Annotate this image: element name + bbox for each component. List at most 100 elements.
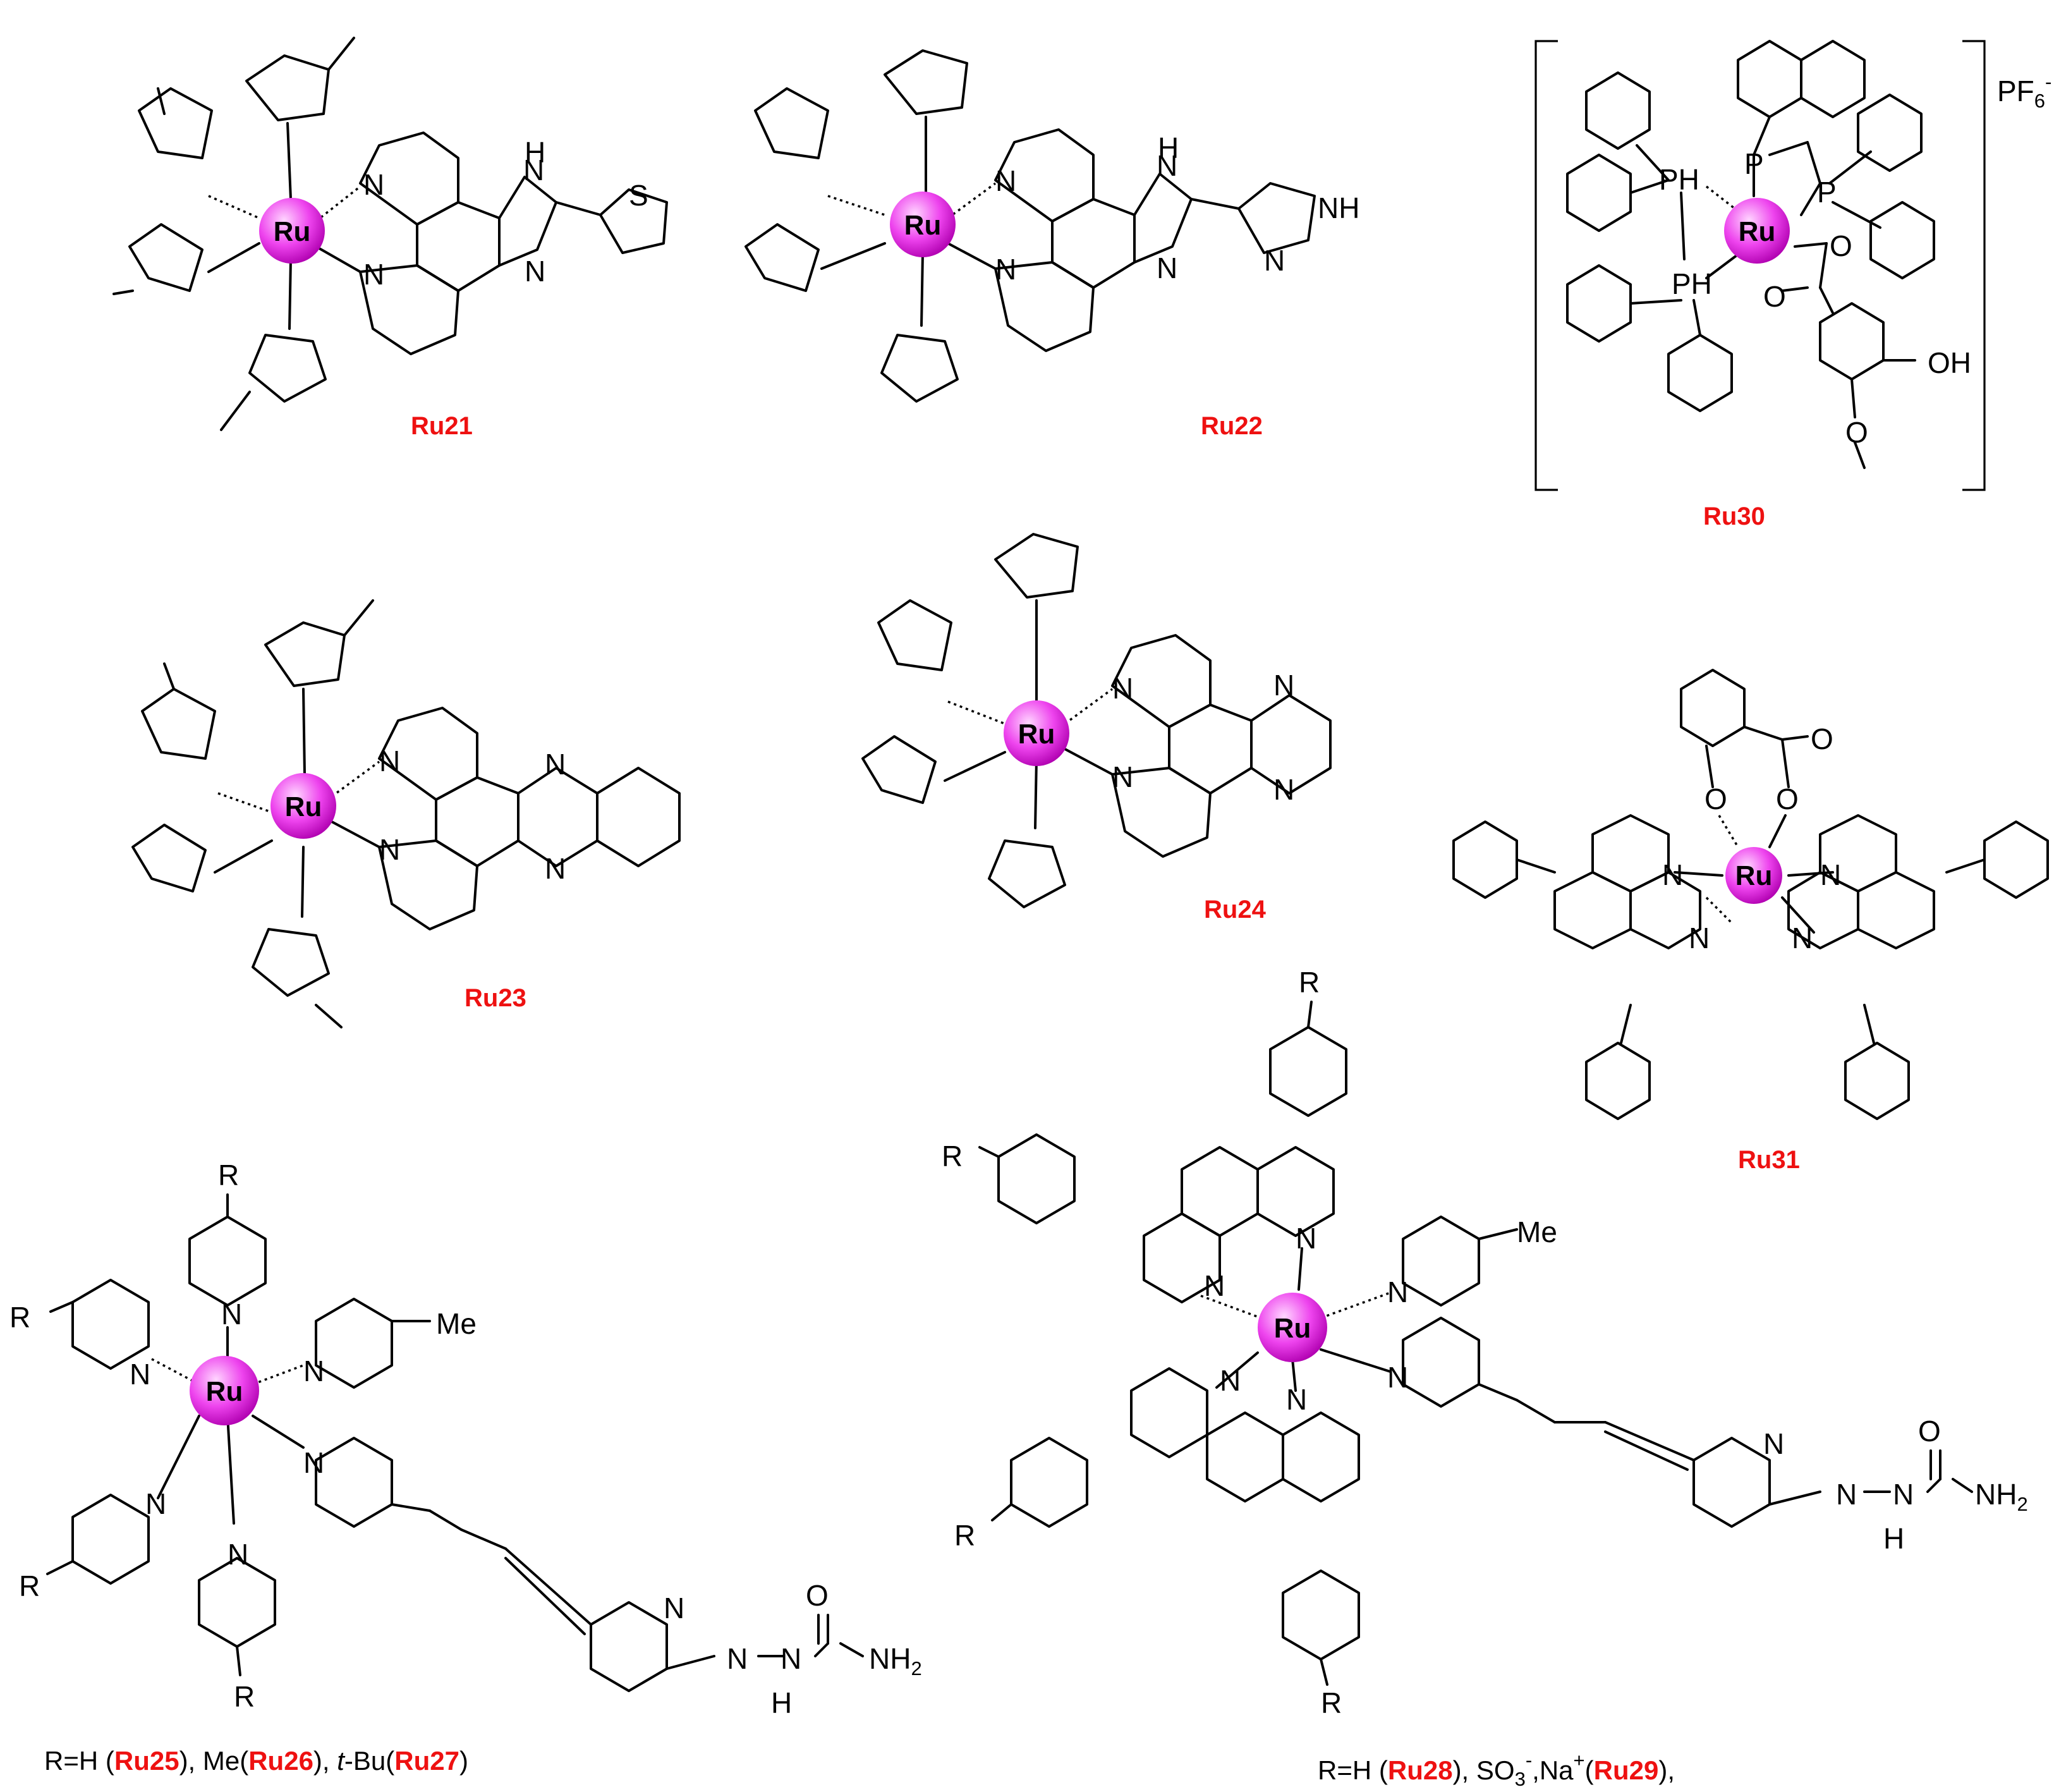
o-atom: O	[1918, 1415, 1941, 1448]
imidazole-ring	[880, 334, 959, 403]
ru-label: Ru	[1739, 216, 1776, 247]
n-atom: N	[1112, 760, 1133, 793]
phen-ring	[359, 264, 459, 355]
phenyl-ring	[997, 1133, 1076, 1224]
methylbipy-ring	[1402, 1216, 1480, 1307]
n-atom: N	[1273, 669, 1294, 702]
phenyl-ring	[1737, 40, 1802, 118]
phen-ring	[1282, 1411, 1360, 1502]
phen-ring	[435, 776, 520, 867]
n-atom: N	[1286, 1383, 1307, 1416]
compound-label-ru22: Ru22	[1201, 412, 1263, 440]
methylbipy-ring	[315, 1298, 393, 1389]
n-atom: N	[130, 1358, 150, 1391]
caption-ru25-27: R=H (Ru25), Me(Ru26), t-Bu(Ru27)	[44, 1746, 468, 1776]
phenyl-ring	[1844, 1042, 1910, 1120]
n-atom: N	[1836, 1478, 1857, 1511]
n-atom: N	[1204, 1269, 1225, 1302]
imidazole-ring	[994, 533, 1079, 599]
phenyl-ring	[1585, 1042, 1651, 1120]
n-atom: N	[1662, 858, 1683, 891]
ru-center	[259, 198, 325, 264]
phenyl-ring	[1800, 40, 1866, 118]
counter-ion: PF6-	[1997, 71, 2051, 112]
phen-ring	[1181, 1146, 1259, 1237]
imidazole-fused	[498, 176, 557, 267]
n-atom: N	[664, 1592, 684, 1624]
n-atom: N	[523, 154, 544, 186]
phen-ring	[1591, 814, 1670, 893]
o-atom: O	[1811, 722, 1833, 755]
ru-label: Ru	[1735, 860, 1773, 891]
compound-ru25-27: Ru R R R R Me N N N N N N N N N H O NH2 …	[9, 1159, 922, 1776]
compound-ru23: Ru N N N N Ru23	[131, 599, 681, 1028]
r-group: R	[942, 1140, 963, 1173]
phen-ring	[1256, 1146, 1335, 1237]
phen-ring	[994, 261, 1095, 352]
imidazole-ring	[128, 223, 204, 292]
ru-center	[1725, 847, 1782, 904]
phenyl-ring	[1452, 820, 1518, 899]
imidazole-ring	[988, 839, 1066, 908]
phenyl-ring	[1566, 264, 1632, 343]
phen-ring	[1168, 704, 1253, 795]
bipyridine-ring	[188, 1216, 267, 1307]
phenyl-ring	[1269, 1026, 1347, 1117]
phenyl-ring	[1282, 1570, 1360, 1661]
ru-label: Ru	[206, 1376, 243, 1407]
imidazole-ring	[141, 688, 216, 760]
n-atom: N	[221, 1298, 242, 1331]
o-atom: O	[1776, 783, 1799, 815]
ru-center	[1724, 198, 1790, 264]
r-group: R	[1299, 966, 1320, 999]
n-atom: N	[363, 258, 384, 291]
ru-label: Ru	[904, 210, 942, 241]
n-atom: N	[1763, 1427, 1784, 1460]
compound-ru21: Ru N N N H N S Ru21	[112, 37, 668, 440]
ru-label: Ru	[1274, 1313, 1311, 1344]
r-group: R	[954, 1519, 975, 1552]
phen-ring	[1143, 1212, 1221, 1303]
phen-ring	[1130, 1367, 1208, 1458]
imidazole-ring	[1237, 182, 1316, 254]
nh2-group: NH2	[869, 1642, 922, 1679]
phenyl-ring	[1869, 201, 1935, 279]
n-atom: N	[545, 852, 566, 885]
phen-ring	[416, 201, 501, 292]
phen-ring	[1051, 198, 1136, 289]
ru-label: Ru	[274, 216, 311, 247]
ru-center	[890, 192, 956, 257]
h-atom: H	[525, 136, 545, 169]
imidazole-ring	[884, 49, 968, 115]
pyridine-ring	[590, 1601, 668, 1692]
compound-ru28-29: Ru R R R R Me N N N N N N N N N H O NH2 …	[942, 966, 2028, 1790]
phen-ring	[1111, 767, 1212, 858]
o-atom: O	[1704, 783, 1727, 815]
pyrazine-ring	[1250, 694, 1332, 795]
phenyl-ring	[1010, 1437, 1088, 1528]
bipyridine-ring	[71, 1279, 150, 1370]
r-group: R	[9, 1301, 30, 1334]
n-atom: N	[1792, 922, 1813, 954]
phen-ring	[1206, 1411, 1284, 1502]
compound-ru30: PF6- Ru PH PH P P	[1534, 40, 2051, 530]
o-atom: O	[806, 1579, 829, 1612]
p-atom: P	[1817, 176, 1837, 209]
ru-center	[270, 773, 336, 839]
n-atom: N	[379, 745, 400, 777]
imidazole-ring	[264, 621, 346, 687]
n-atom: N	[1264, 244, 1285, 277]
pyridine-ring	[1692, 1437, 1771, 1528]
imidazole-ring	[754, 87, 829, 159]
imidazole-ring	[248, 334, 327, 403]
compound-ru24: Ru N N N N Ru24	[861, 533, 1332, 923]
ru-center	[1004, 700, 1069, 766]
compound-ru22: Ru N N N H N NH N Ru22	[744, 49, 1359, 440]
phenyl-ring	[1566, 154, 1632, 232]
imidazole-ring	[131, 824, 207, 893]
thiophene-ring	[599, 188, 668, 254]
methylbipy-ring	[1402, 1317, 1480, 1408]
n-atom: N	[545, 748, 566, 781]
n-atom: N	[727, 1642, 748, 1675]
